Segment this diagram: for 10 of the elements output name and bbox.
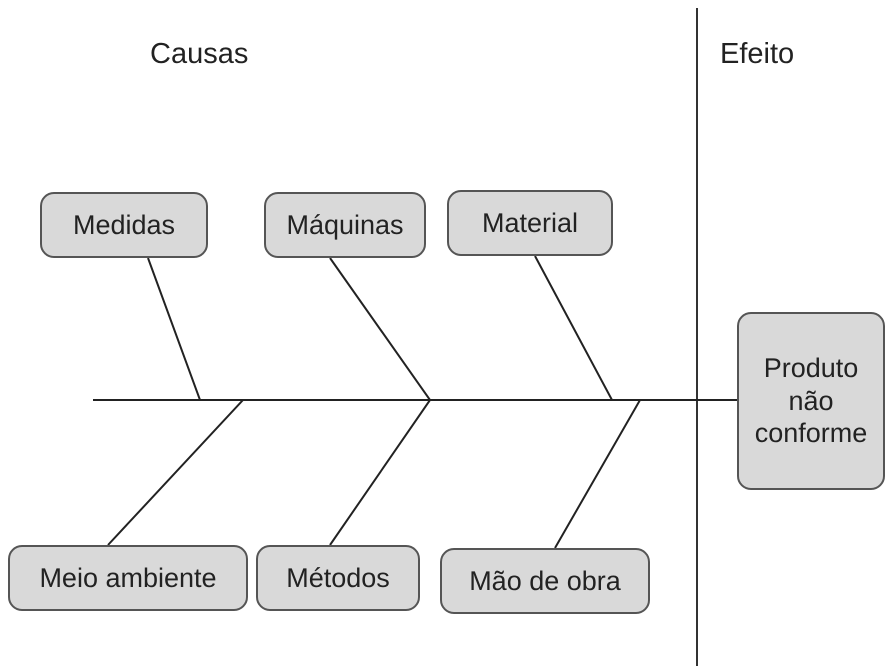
cause-box: Métodos: [256, 545, 420, 611]
cause-box: Medidas: [40, 192, 208, 258]
section-heading: Causas: [150, 38, 248, 71]
section-heading: Efeito: [720, 38, 794, 71]
cause-box: Material: [447, 190, 613, 256]
cause-box: Meio ambiente: [8, 545, 248, 611]
cause-box: Mão de obra: [440, 548, 650, 614]
cause-line: [554, 399, 737, 548]
cause-box: Máquinas: [264, 192, 426, 258]
effect-box: Produto não conforme: [737, 312, 885, 490]
